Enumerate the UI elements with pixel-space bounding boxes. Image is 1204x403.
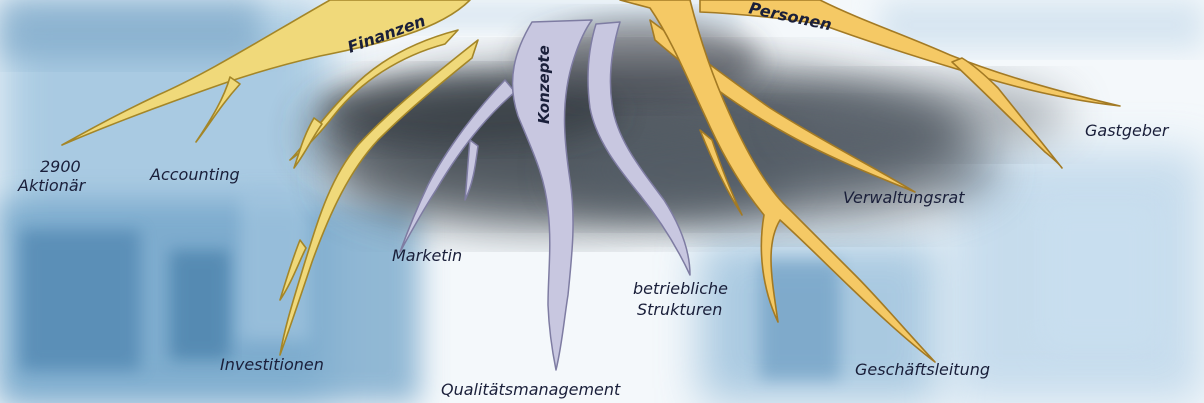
leaf-label-geschaeftsleitung: Geschäftsleitung — [855, 360, 990, 379]
leaf-label-gastgeber: Gastgeber — [1085, 121, 1168, 140]
leaf-label-accounting: Accounting — [150, 165, 240, 184]
leaf-label-strukturen-line1: betriebliche — [633, 279, 728, 298]
branch-label-konzepte: Konzepte — [535, 45, 553, 124]
leaf-label-aktionaer: Aktionär — [18, 176, 85, 195]
leaf-label-qualitaetsmanagement: Qualitätsmanagement — [441, 380, 620, 399]
leaf-label-marketing: Marketin — [392, 246, 462, 265]
leaf-label-verwaltungsrat: Verwaltungsrat — [843, 188, 964, 207]
leaf-label-strukturen-line2: Strukturen — [637, 300, 722, 319]
leaf-label-investitionen: Investitionen — [220, 355, 324, 374]
leaf-label-aktionaer-count: 2900 — [40, 157, 81, 176]
